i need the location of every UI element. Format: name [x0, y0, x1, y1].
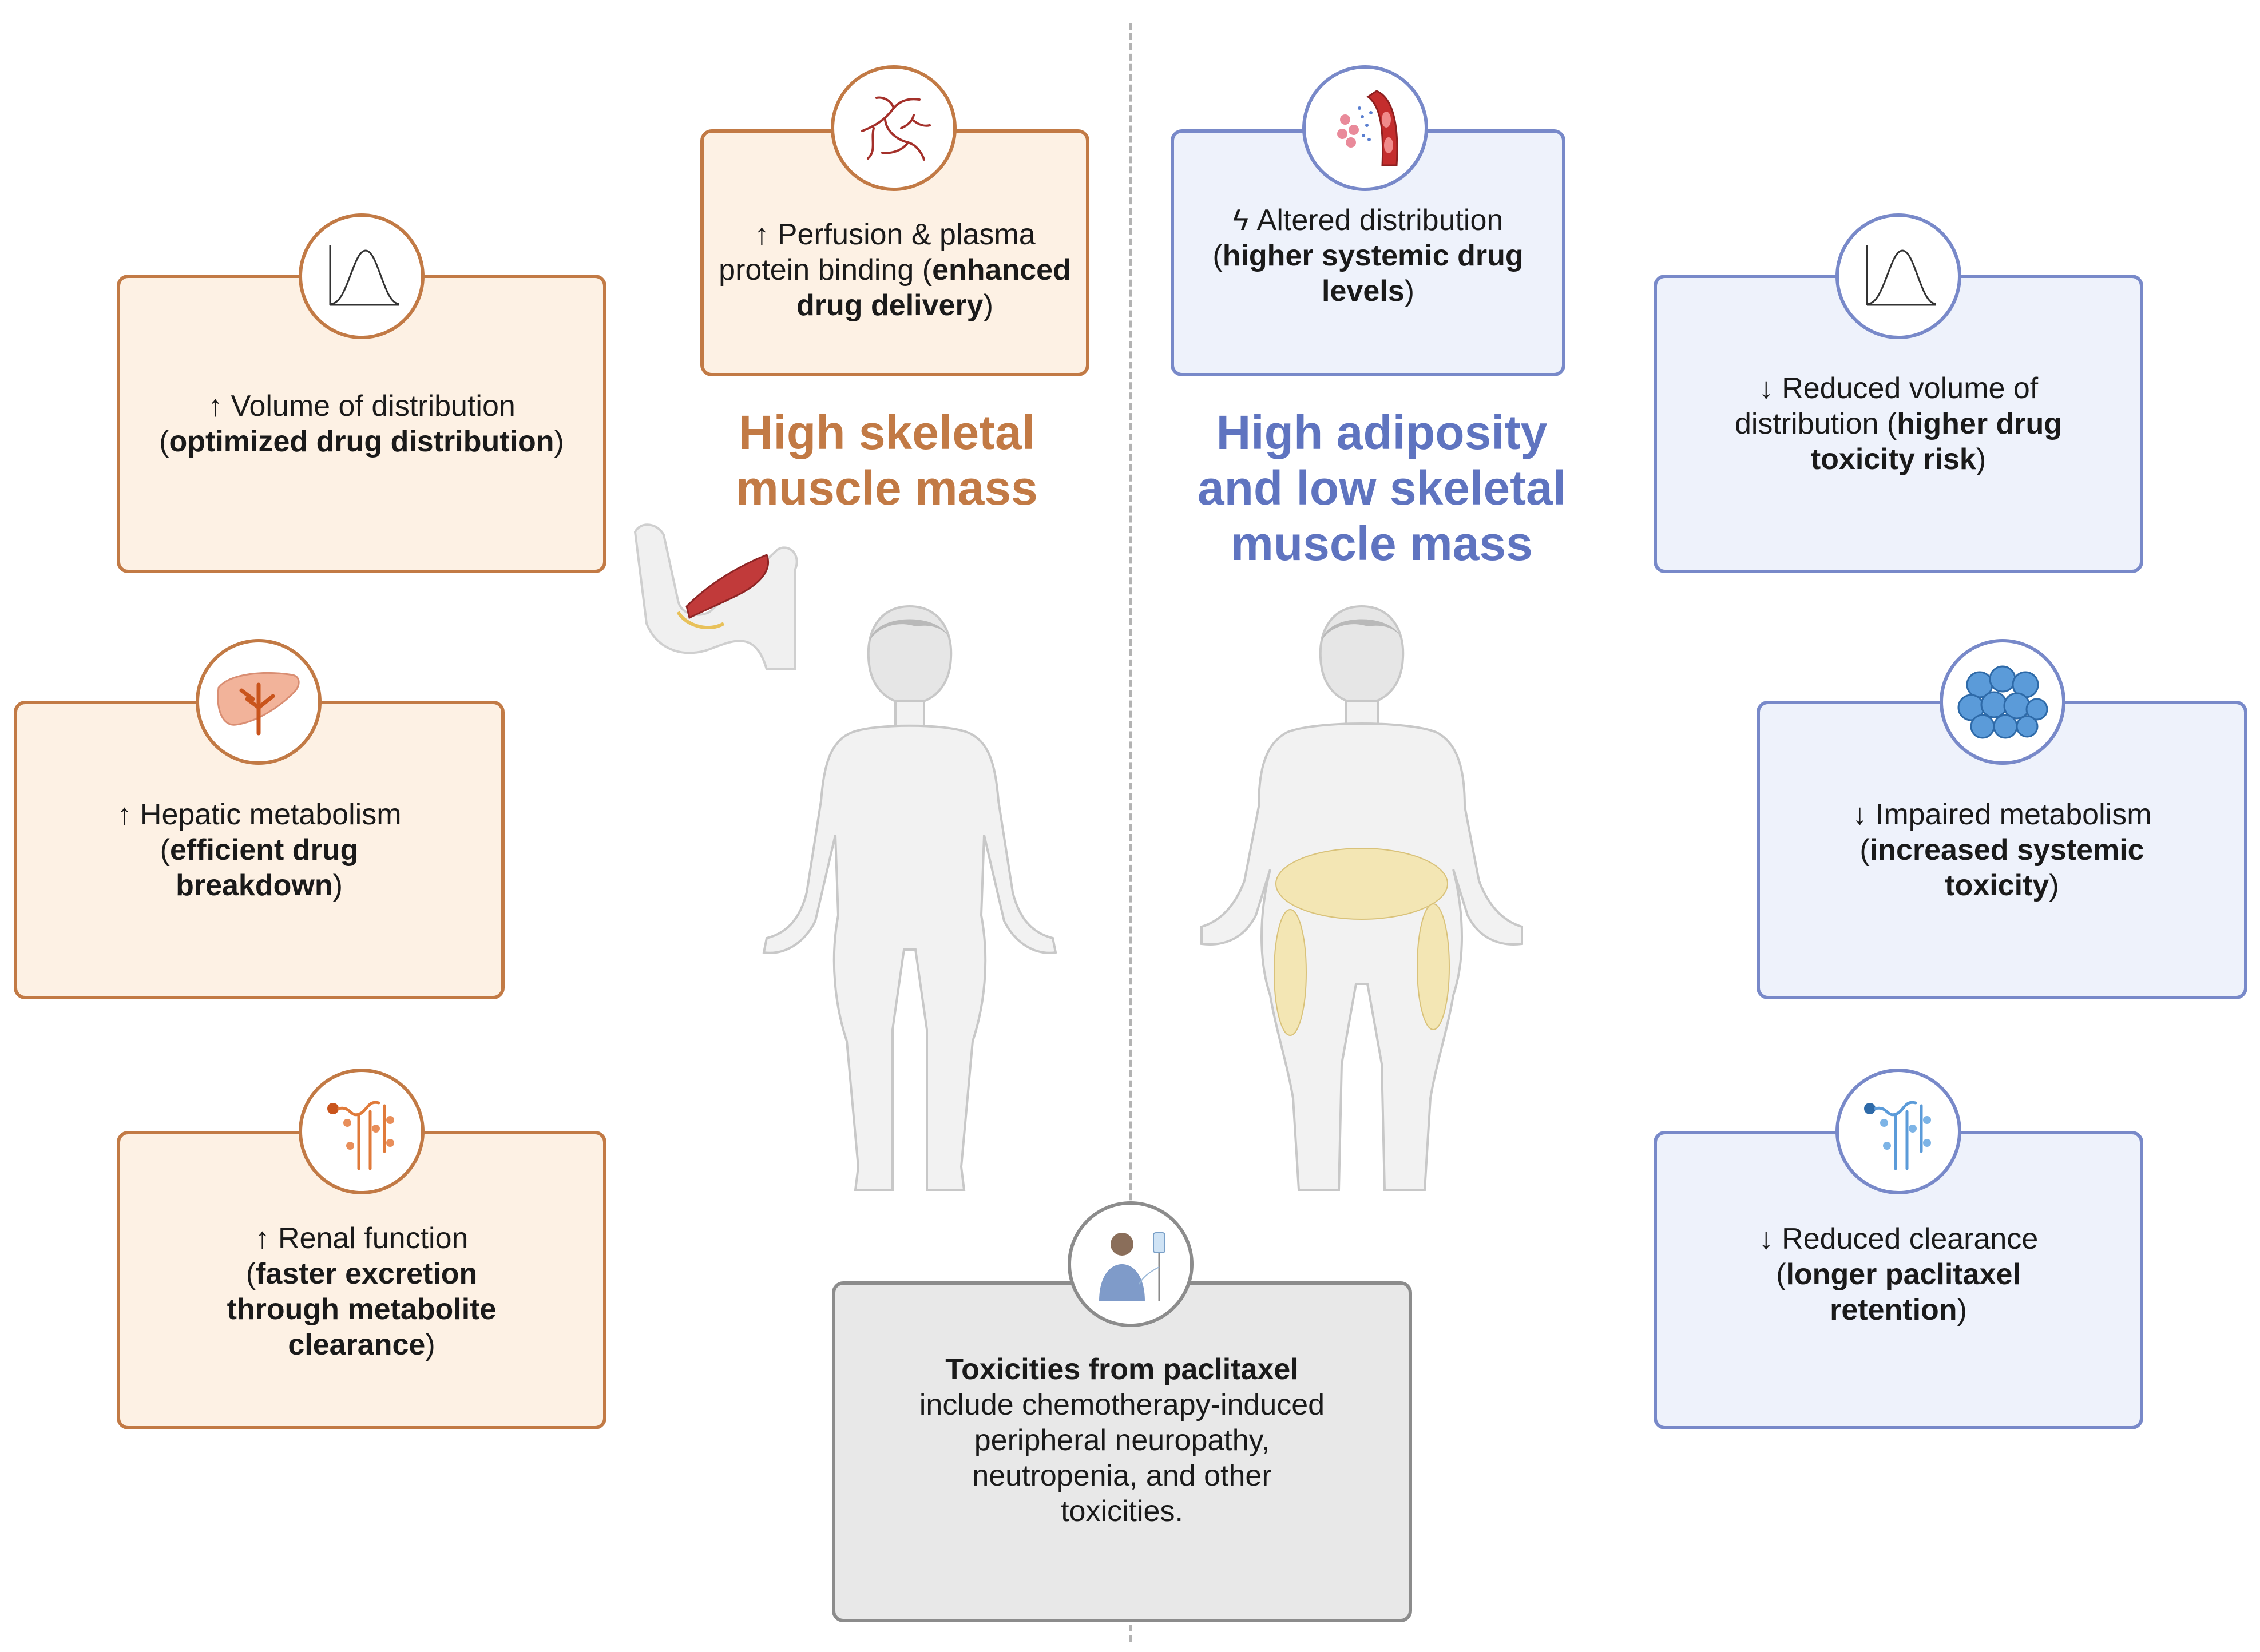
up-arrow-icon: ↑ [208, 390, 223, 423]
kidney-nephron-icon [299, 1069, 425, 1194]
volume-distribution-bold: optimized drug distribution [169, 425, 554, 458]
renal-box: ↑ Renal function (faster excretion throu… [117, 1131, 606, 1429]
down-arrow-icon: ↓ [1758, 372, 1774, 405]
lightning-icon: ϟ [1232, 204, 1249, 237]
toxicities-title: Toxicities from paclitaxel [945, 1353, 1299, 1386]
blood-vessels-icon [831, 65, 957, 191]
high-muscle-mass-heading: High skeletal muscle mass [736, 406, 1038, 515]
volume-distribution-box: ↑ Volume of distribution (optimized drug… [117, 275, 606, 573]
altered-distribution-bold: higher systemic drug levels [1222, 239, 1524, 308]
toxicities-description: include chemotherapy-induced peripheral … [919, 1388, 1325, 1528]
impaired-metabolism-box: ↓ Impaired metabolism (increased systemi… [1757, 701, 2247, 999]
fat-cells-icon [1940, 639, 2065, 765]
perfusion-bold: enhanced drug delivery [796, 253, 1071, 322]
obese-body-figure [1190, 595, 1533, 1216]
kidney-nephron-icon [1835, 1069, 1961, 1194]
center-divider [1129, 23, 1132, 1642]
hepatic-bold: efficient drug breakdown [169, 833, 359, 902]
bloodstream-icon [1302, 65, 1428, 191]
lean-body-figure [744, 595, 1076, 1204]
toxicities-box: Toxicities from paclitaxel include chemo… [832, 1281, 1412, 1622]
high-adiposity-heading: High adiposity and low skeletal muscle m… [1197, 406, 1567, 570]
down-arrow-icon: ↓ [1758, 1222, 1774, 1256]
liver-icon [196, 639, 322, 765]
up-arrow-icon: ↑ [255, 1222, 270, 1255]
up-arrow-icon: ↑ [754, 218, 770, 251]
down-arrow-icon: ↓ [1852, 798, 1868, 831]
up-arrow-icon: ↑ [117, 798, 132, 831]
reduced-volume-bold: higher drug toxicity risk [1810, 407, 2063, 476]
impaired-metabolism-bold: increased systemic toxicity [1869, 833, 2144, 902]
reduced-clearance-bold: longer paclitaxel retention [1786, 1258, 2021, 1327]
flexed-arm-figure [624, 515, 807, 678]
distribution-curve-icon [1835, 213, 1961, 339]
patient-iv-icon [1068, 1201, 1194, 1327]
renal-bold: faster excretion through metabolite clea… [227, 1257, 497, 1361]
distribution-curve-icon [299, 213, 425, 339]
